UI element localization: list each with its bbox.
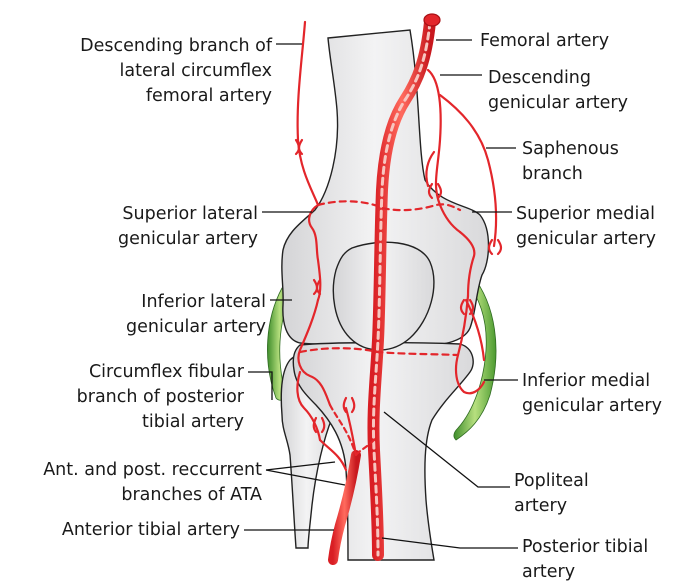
label-recurrent-branches-ata: Ant. and post. reccurrent branches of AT… bbox=[4, 458, 262, 508]
branch-tick bbox=[489, 240, 492, 254]
label-anterior-tibial-artery: Anterior tibial artery bbox=[4, 518, 240, 543]
branch-tick bbox=[299, 140, 302, 154]
label-superior-medial-genicular: Superior medial genicular artery bbox=[516, 202, 656, 252]
label-superior-lateral-genicular: Superior lateral genicular artery bbox=[20, 202, 258, 252]
label-posterior-tibial-artery: Posterior tibial artery bbox=[522, 535, 648, 585]
label-inferior-lateral-genicular: Inferior lateral genicular artery bbox=[20, 290, 266, 340]
label-inferior-medial-genicular: Inferior medial genicular artery bbox=[522, 369, 662, 419]
label-popliteal-artery: Popliteal artery bbox=[514, 469, 589, 519]
leader-circ-fibular bbox=[248, 372, 272, 400]
descending-branch-lcfa bbox=[298, 22, 318, 205]
label-descending-genicular-artery: Descending genicular artery bbox=[488, 66, 628, 116]
branch-tick bbox=[498, 240, 501, 254]
femoral-artery-cut-end bbox=[424, 14, 440, 26]
label-descending-branch-lcfa: Descending branch of lateral circumflex … bbox=[10, 34, 272, 109]
label-circumflex-fibular-branch: Circumflex fibular branch of posterior t… bbox=[10, 360, 244, 435]
label-femoral-artery: Femoral artery bbox=[480, 29, 609, 54]
descending-genicular-anastomosis bbox=[426, 152, 434, 186]
label-saphenous-branch: Saphenous branch bbox=[522, 137, 619, 187]
branch-tick bbox=[438, 184, 441, 198]
